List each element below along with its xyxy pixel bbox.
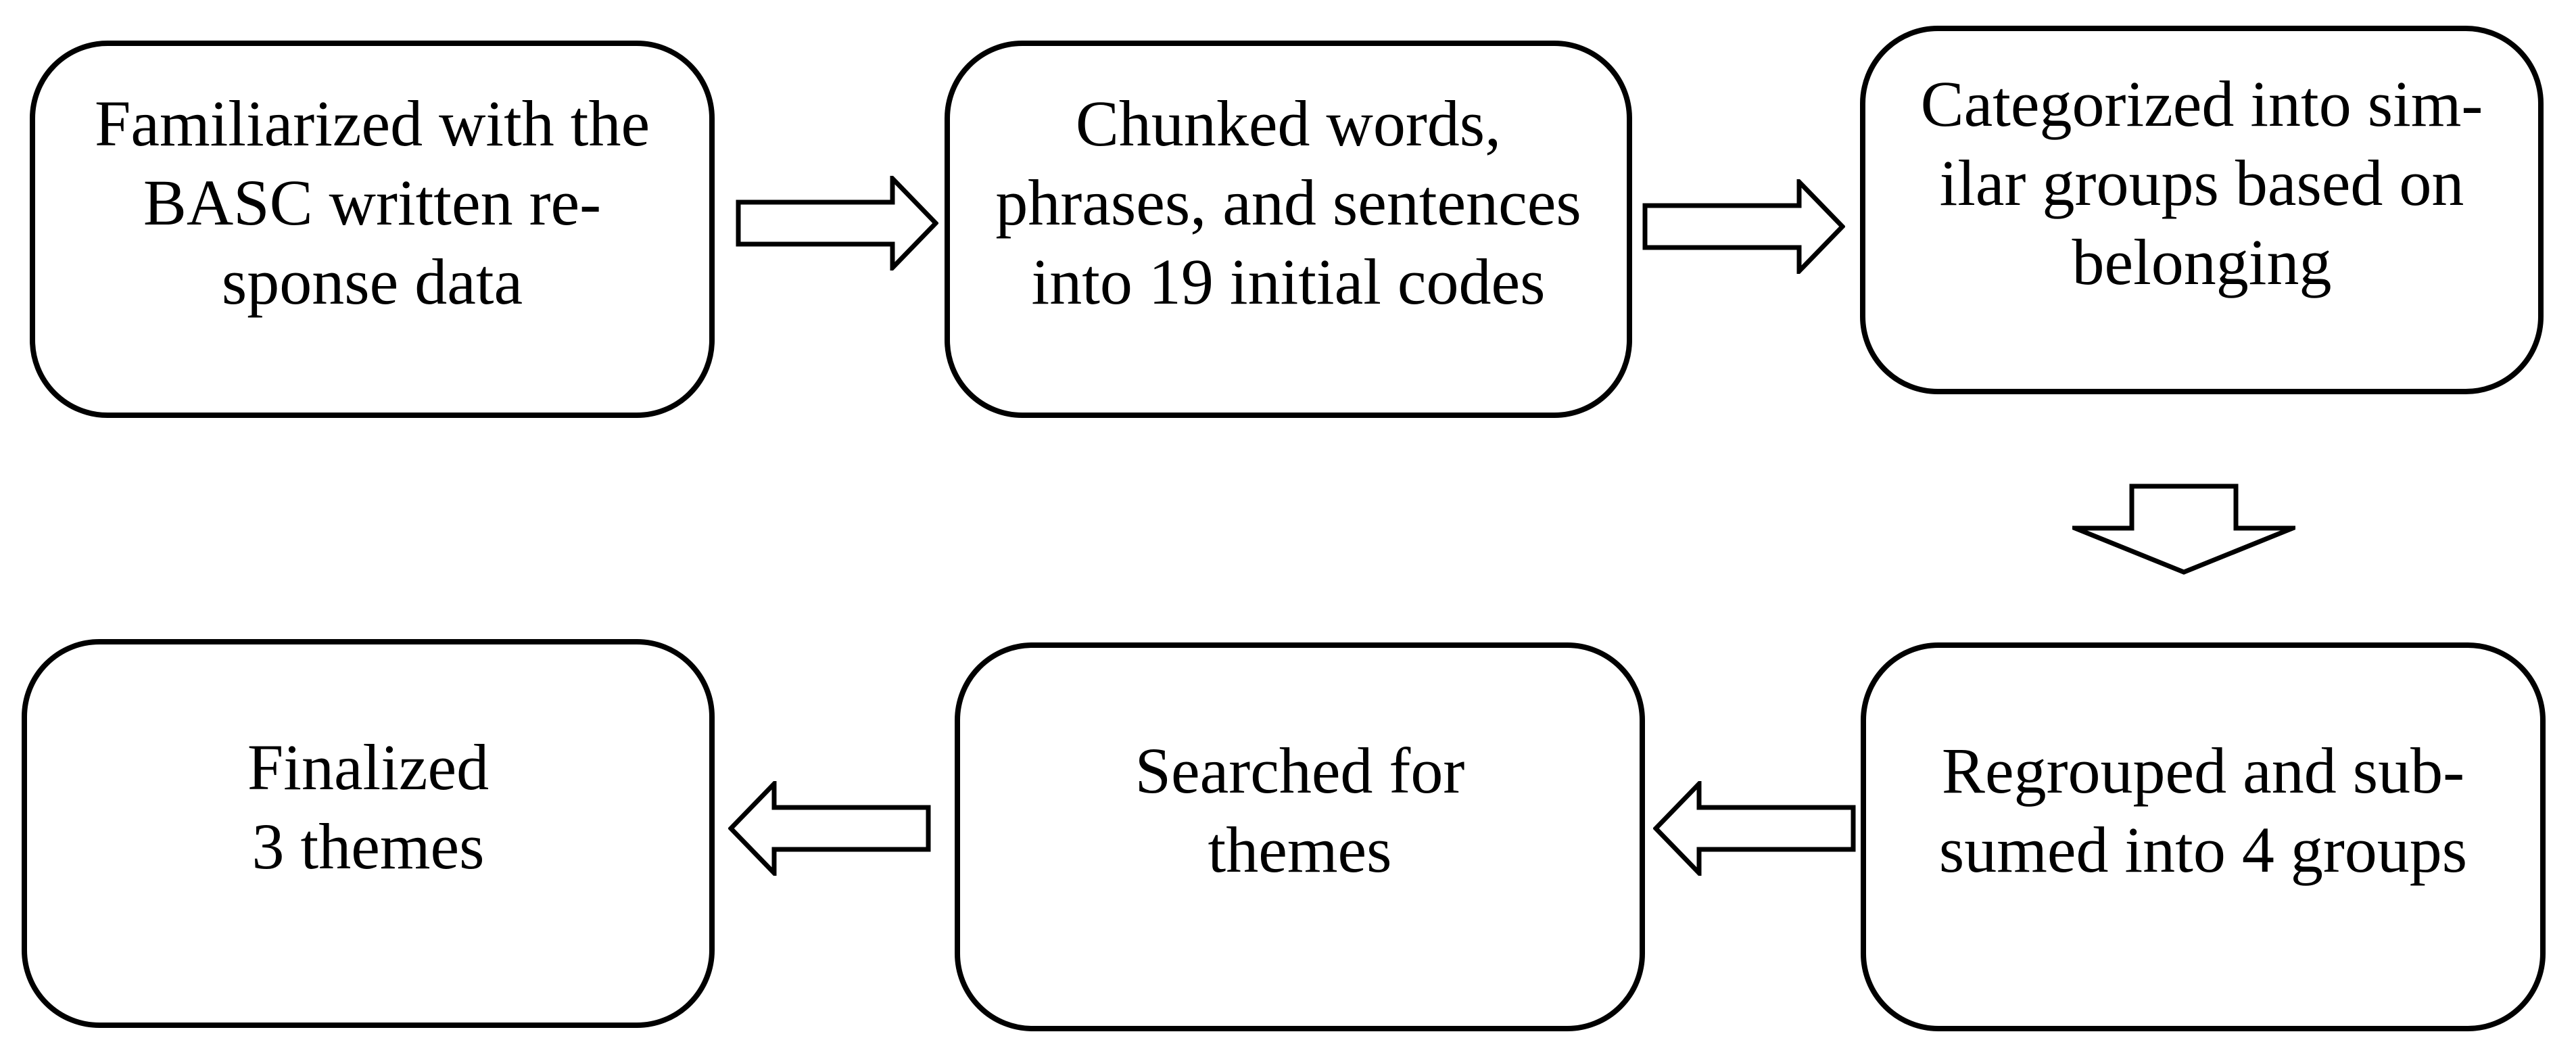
down-arrow-shape (2072, 484, 2295, 575)
right-arrow-icon (1642, 179, 1845, 274)
step-finalized-label: Finalized 3 themes (247, 730, 490, 883)
step-categorized-label: Categorized into sim- ilar groups based … (1920, 68, 2483, 298)
step-familiarized-box: Familiarized with the BASC written re- s… (30, 41, 715, 418)
step-familiarized-label: Familiarized with the BASC written re- s… (94, 87, 650, 318)
left-arrow-shape (728, 781, 931, 876)
step-searched-label: Searched for themes (1135, 734, 1465, 886)
step-regrouped-label: Regrouped and sub- sumed into 4 groups (1938, 734, 2468, 886)
step-chunked-label: Chunked words, phrases, and sentences in… (995, 87, 1581, 318)
right-arrow-shape (1642, 179, 1845, 274)
step-regrouped-box: Regrouped and sub- sumed into 4 groups (1861, 642, 2546, 1031)
right-arrow-icon (736, 176, 938, 271)
step-categorized-box: Categorized into sim- ilar groups based … (1860, 26, 2544, 394)
left-arrow-shape (1653, 781, 1856, 876)
down-arrow-icon (2072, 484, 2295, 575)
right-arrow-shape (736, 176, 938, 271)
left-arrow-icon (1653, 781, 1856, 876)
left-arrow-icon (728, 781, 931, 876)
step-finalized-box: Finalized 3 themes (22, 639, 715, 1028)
step-searched-box: Searched for themes (955, 642, 1645, 1031)
step-chunked-box: Chunked words, phrases, and sentences in… (945, 41, 1632, 418)
